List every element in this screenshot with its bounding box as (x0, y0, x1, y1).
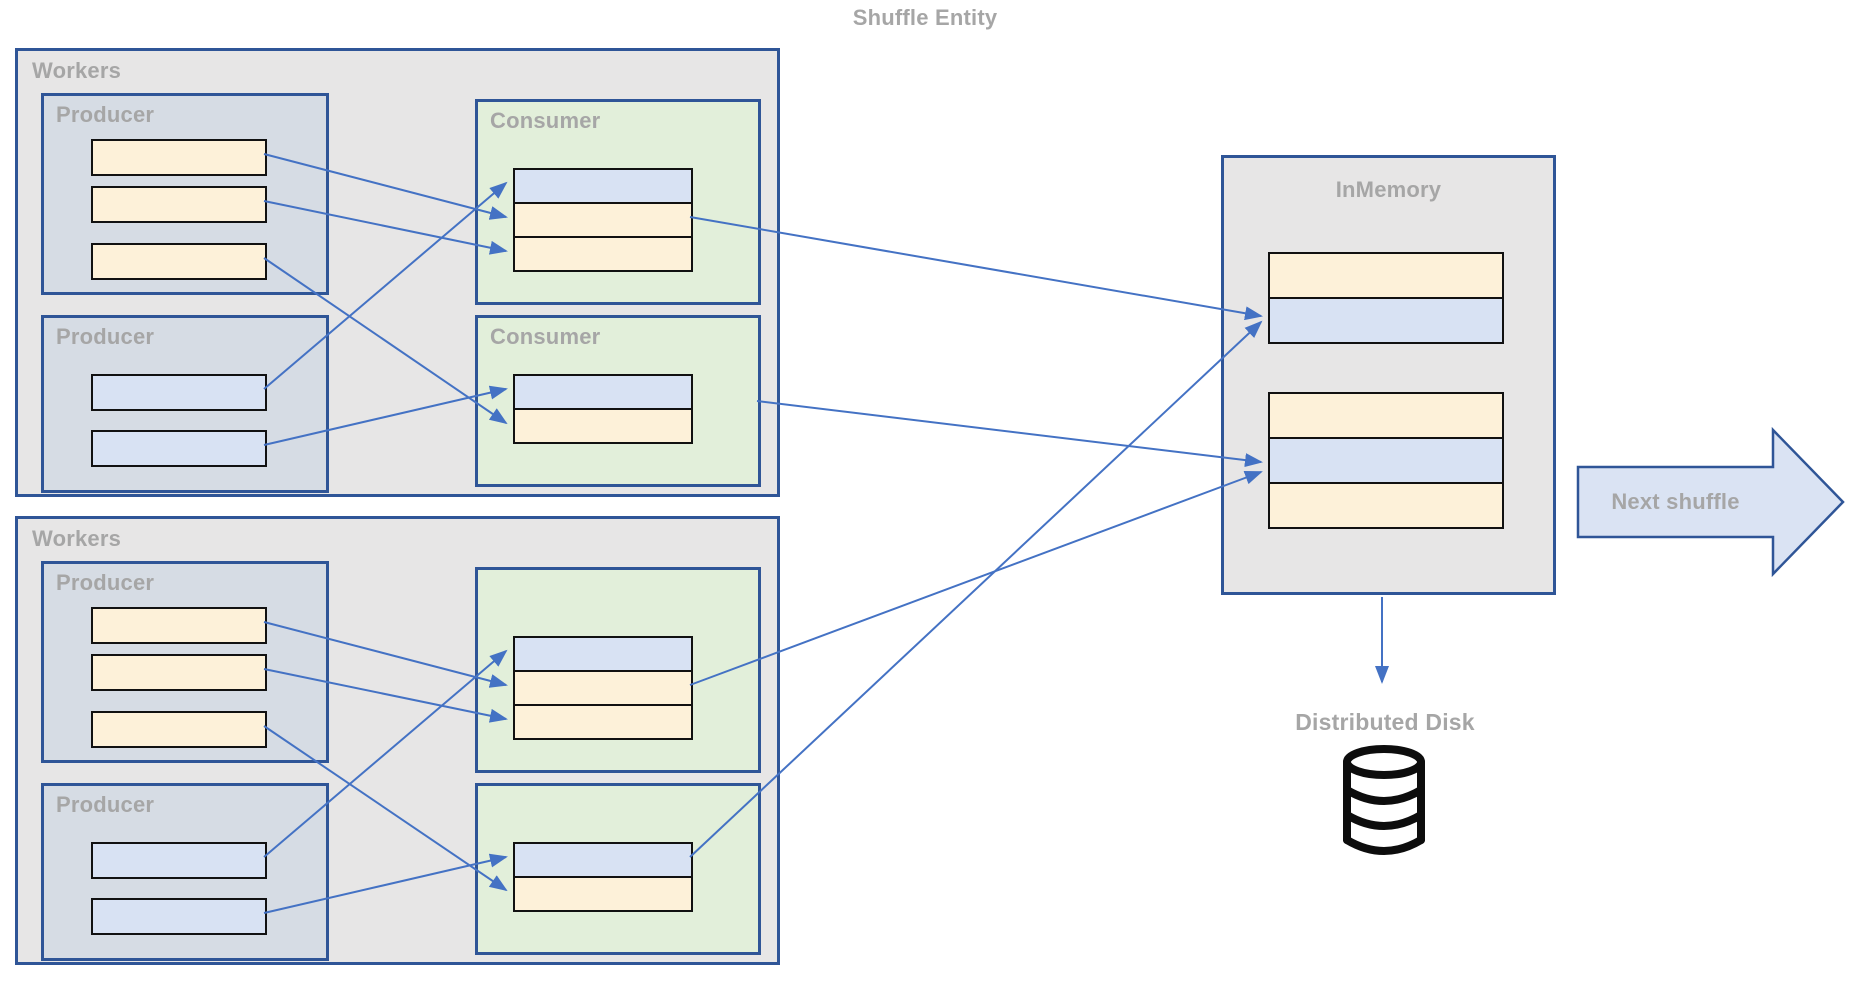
diagram-title: Shuffle Entity (852, 5, 998, 30)
data-slot-orange (1268, 392, 1504, 439)
workers-2-consumer-1 (475, 567, 761, 773)
consumer-label: Consumer (490, 324, 601, 349)
data-slot-blue (513, 168, 693, 204)
producer-slot-stack (91, 842, 267, 935)
data-slot-orange (91, 654, 267, 691)
workers-1-consumer-2: Consumer (475, 315, 761, 487)
data-slot-orange (91, 139, 267, 176)
data-slot-orange (513, 202, 693, 238)
data-slot-blue (91, 430, 267, 467)
in-memory-label: InMemory (1335, 177, 1442, 202)
data-slot-orange (91, 186, 267, 223)
consumer-slot-stack (513, 636, 693, 740)
producer-label: Producer (56, 102, 155, 127)
producer-label: Producer (56, 324, 155, 349)
consumer-slot-stack (513, 168, 693, 272)
workers-group-1: Workers Producer Producer Consumer Consu… (15, 48, 780, 497)
data-slot-blue (91, 842, 267, 879)
data-slot-orange (513, 670, 693, 706)
workers-group-2: Workers Producer Producer (15, 516, 780, 965)
data-slot-orange (1268, 482, 1504, 529)
consumer-slot-stack (513, 842, 693, 912)
data-slot-orange (513, 876, 693, 912)
data-slot-orange (513, 704, 693, 740)
data-slot-orange (1268, 252, 1504, 299)
database-icon (1343, 745, 1425, 855)
producer-slot-stack (91, 607, 267, 748)
workers-2-producer-1: Producer (41, 561, 329, 763)
data-slot-blue (1268, 297, 1504, 344)
consumer-label: Consumer (490, 108, 601, 133)
workers-group-2-label: Workers (32, 526, 122, 551)
data-slot-blue (513, 636, 693, 672)
producer-slot-stack (91, 374, 267, 467)
workers-group-1-label: Workers (32, 58, 122, 83)
next-shuffle-label: Next shuffle (1611, 488, 1740, 514)
producer-label: Producer (56, 792, 155, 817)
data-slot-orange (91, 243, 267, 280)
workers-1-producer-1: Producer (41, 93, 329, 295)
producer-label: Producer (56, 570, 155, 595)
producer-slot-stack (91, 139, 267, 280)
memory-slot-stack (1268, 252, 1504, 529)
consumer-slot-stack (513, 374, 693, 444)
in-memory-box: InMemory (1221, 155, 1556, 595)
data-slot-orange (91, 711, 267, 748)
data-slot-blue (1268, 437, 1504, 484)
data-slot-blue (91, 898, 267, 935)
distributed-disk-label: Distributed Disk (1295, 709, 1475, 735)
data-slot-blue (513, 374, 693, 410)
data-slot-blue (513, 842, 693, 878)
workers-1-consumer-1: Consumer (475, 99, 761, 305)
data-slot-orange (513, 408, 693, 444)
data-slot-orange (91, 607, 267, 644)
data-slot-blue (91, 374, 267, 411)
workers-2-producer-2: Producer (41, 783, 329, 961)
data-slot-orange (513, 236, 693, 272)
arrow-line (756, 400, 1263, 468)
workers-2-consumer-2 (475, 783, 761, 955)
workers-1-producer-2: Producer (41, 315, 329, 493)
